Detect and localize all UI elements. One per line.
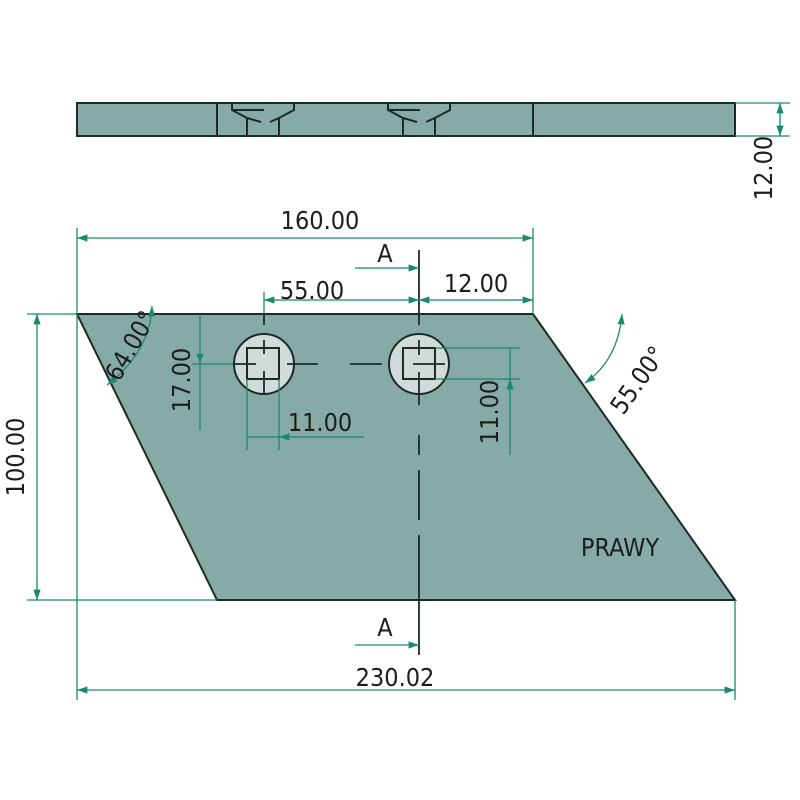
hole-to-corner-value: 12.00 <box>444 269 508 298</box>
plan-view: PRAWY <box>75 250 737 655</box>
hole-offset-dimension: 17.00 <box>167 314 233 430</box>
thickness-value: 12.00 <box>749 136 778 200</box>
side-view: 12.00 <box>76 102 790 200</box>
side-bolt-hole-1 <box>231 103 295 136</box>
thickness-dimension: 12.00 <box>735 102 790 200</box>
part-label: PRAWY <box>581 533 659 562</box>
hole-to-corner-dimension: 12.00 <box>419 269 533 304</box>
overall-length-value: 230.02 <box>356 663 435 692</box>
overall-length-dimension: 230.02 <box>76 314 736 700</box>
square-width-dimension: 11.00 <box>246 379 364 450</box>
side-bolt-hole-2 <box>387 103 451 136</box>
hole-offset-value: 17.00 <box>167 348 196 412</box>
section-marker-bottom: A <box>355 613 419 649</box>
square-height-dimension: 11.00 <box>435 347 520 455</box>
height-dimension: 100.00 <box>1 313 217 601</box>
square-height-value: 11.00 <box>475 380 504 444</box>
section-label: A <box>377 613 393 642</box>
angle-right-dimension: 55.00° <box>584 313 672 420</box>
square-width-value: 11.00 <box>288 408 352 437</box>
hole-spacing-dimension: 55.00 <box>263 276 419 314</box>
section-marker-top: A <box>355 239 419 272</box>
center-lines <box>233 250 445 655</box>
height-value: 100.00 <box>1 418 30 497</box>
top-width-dimension: 160.00 <box>76 206 534 314</box>
hole-spacing-value: 55.00 <box>280 276 344 305</box>
section-label: A <box>377 239 393 268</box>
angle-right-value: 55.00° <box>604 341 671 420</box>
top-width-value: 160.00 <box>281 206 360 235</box>
